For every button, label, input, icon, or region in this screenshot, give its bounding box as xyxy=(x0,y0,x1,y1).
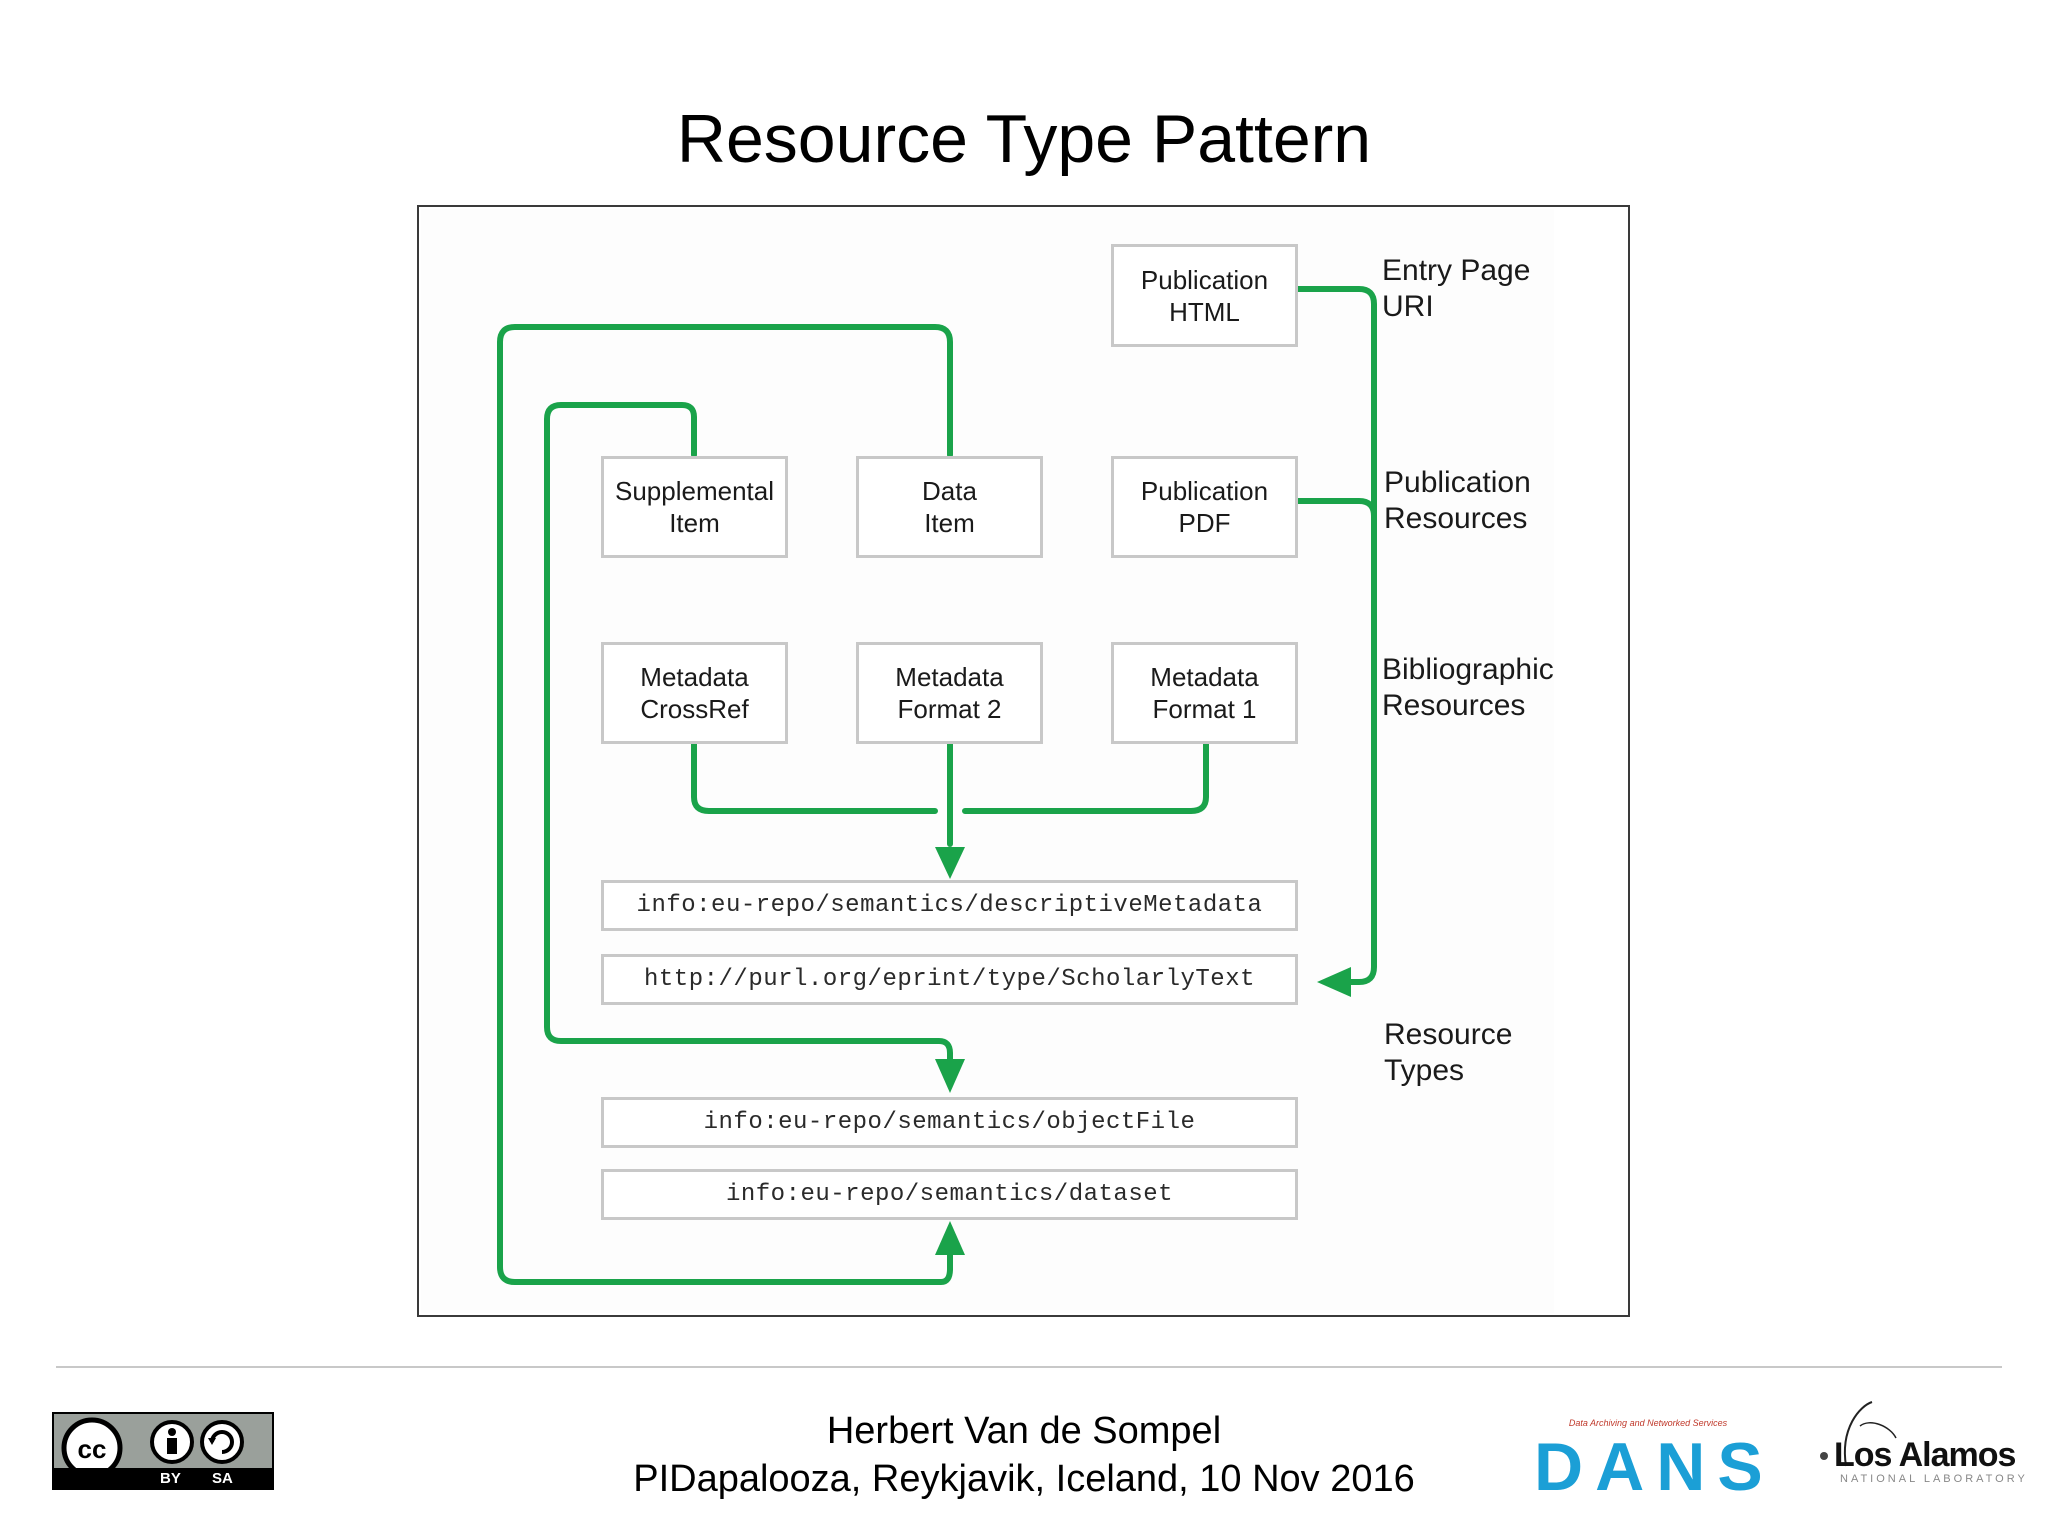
label-line: Publication xyxy=(1384,466,1531,499)
connector-supplemental-to-objectfile xyxy=(544,402,953,1065)
node-line: Publication xyxy=(1140,264,1269,295)
node-line: Data xyxy=(922,476,977,506)
node-line: Metadata xyxy=(1150,662,1259,692)
connector-arrows xyxy=(497,286,1377,1285)
node-line: HTML xyxy=(1169,296,1240,327)
footer-event: PIDapalooza, Reykjavik, Iceland, 10 Nov … xyxy=(633,1458,1415,1500)
connector-html-to-scholarly xyxy=(1294,286,1377,985)
node-line: Format 2 xyxy=(897,694,1002,724)
label-line: Resources xyxy=(1382,689,1526,722)
uri-object-file: info:eu-repo/semantics/objectFile xyxy=(601,1097,1298,1148)
node-line: Metadata xyxy=(895,662,1004,692)
arrowhead-scholarly xyxy=(1317,967,1351,997)
slide-title: Resource Type Pattern xyxy=(676,101,1372,177)
cc-by-sa-license-badge[interactable]: cc BY SA xyxy=(52,1412,274,1490)
los-alamos-logo-graphic: Los Alamos NATIONAL LABORATORY xyxy=(1820,1401,2028,1485)
node-line: PDF xyxy=(1178,508,1231,538)
node-line: CrossRef xyxy=(640,694,749,724)
label-line: Resource xyxy=(1384,1018,1513,1051)
bullet-dot-icon xyxy=(1820,1452,1828,1460)
label-line: Resources xyxy=(1384,502,1528,535)
label-line: Types xyxy=(1384,1054,1465,1087)
uri-descriptive-metadata: info:eu-repo/semantics/descriptiveMetada… xyxy=(601,880,1298,931)
cc-by-label: BY xyxy=(160,1470,181,1487)
los-alamos-logo[interactable]: Los Alamos NATIONAL LABORATORY xyxy=(1810,1398,2040,1498)
connector-format1-to-descriptive xyxy=(962,739,1209,814)
cc-mark: cc xyxy=(78,1434,107,1464)
dans-logo-graphic: Data Archiving and Networked Services DA… xyxy=(1534,1418,1763,1505)
atom-orbit-icon xyxy=(1843,1401,1873,1467)
dans-tagline: Data Archiving and Networked Services xyxy=(1569,1418,1728,1428)
cc-strip xyxy=(54,1468,272,1488)
node-line: Metadata xyxy=(640,662,749,692)
cc-sa-label: SA xyxy=(212,1470,233,1487)
node-line: Format 1 xyxy=(1152,694,1257,724)
dans-logo[interactable]: Data Archiving and Networked Services DA… xyxy=(1530,1416,1763,1505)
label-line: Bibliographic xyxy=(1382,653,1554,686)
connector-crossref-to-descriptive xyxy=(691,739,938,814)
los-alamos-subtitle: NATIONAL LABORATORY xyxy=(1840,1473,2028,1485)
dans-wordmark: DANS xyxy=(1534,1429,1760,1502)
share-alike-icon xyxy=(200,1420,244,1464)
connector-pdf-to-scholarly xyxy=(1294,498,1377,519)
uri-dataset: info:eu-repo/semantics/dataset xyxy=(601,1169,1298,1220)
connector-data-to-dataset xyxy=(497,324,953,1285)
footer-author: Herbert Van de Sompel xyxy=(826,1410,1222,1452)
footer-divider xyxy=(56,1366,2002,1368)
node-line: Item xyxy=(924,508,975,538)
node-line: Publication xyxy=(1140,476,1269,506)
label-line: Entry Page xyxy=(1382,254,1531,287)
arrowhead-dataset xyxy=(935,1221,965,1255)
uri-scholarly-text: http://purl.org/eprint/type/ScholarlyTex… xyxy=(601,954,1298,1005)
node-line: Item xyxy=(669,508,720,538)
arrowhead-objectfile xyxy=(935,1059,965,1093)
los-alamos-wordmark: Los Alamos xyxy=(1834,1436,2016,1474)
cc-badge-graphic: cc xyxy=(61,1417,244,1479)
label-line: URI xyxy=(1382,290,1434,323)
arrowhead-descriptive xyxy=(935,847,965,879)
node-line: Supplemental xyxy=(615,476,774,506)
